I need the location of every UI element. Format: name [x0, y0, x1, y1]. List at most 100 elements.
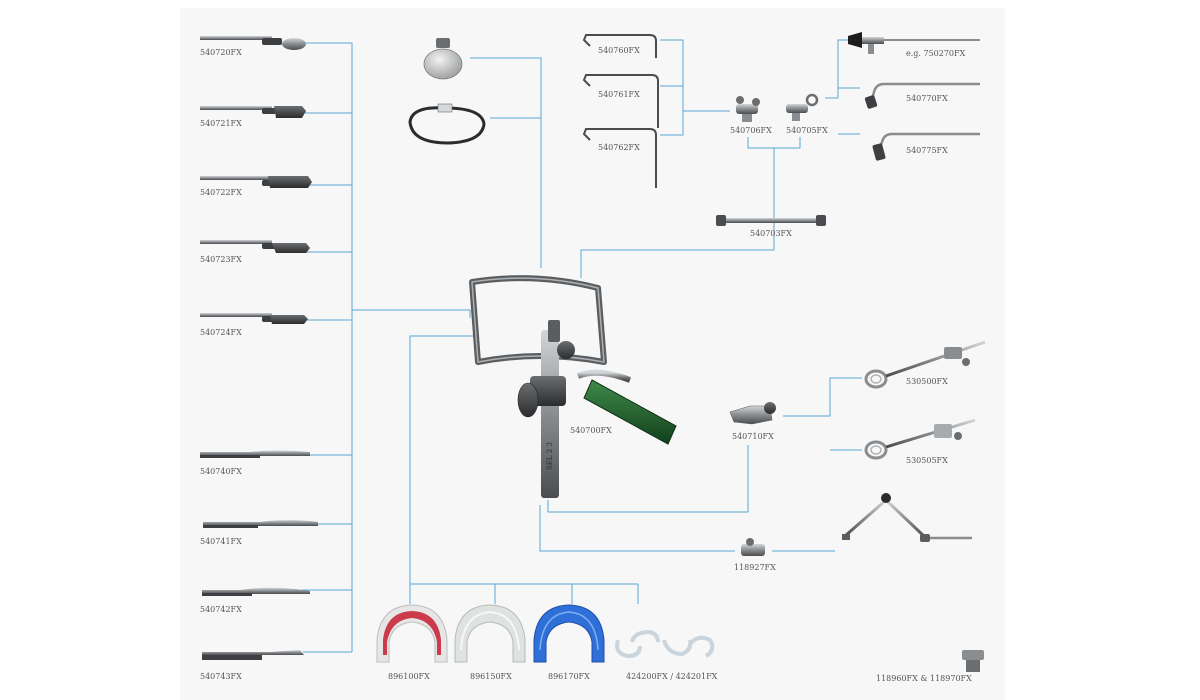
endoscope-shaft: [884, 39, 980, 41]
tongue-blade-icon: [203, 520, 318, 526]
tongue-blade-icon: [200, 450, 310, 456]
ring-band-accessory[interactable]: [408, 103, 486, 145]
part-label: 540722FX: [200, 188, 242, 197]
ring-inner: [870, 374, 882, 384]
part-label: 540710FX: [732, 432, 774, 441]
shaft-top-block: [548, 320, 560, 342]
adapter-540710[interactable]: 540710FX: [729, 402, 776, 441]
holding-arm-118960[interactable]: 118960FX & 118970FX: [842, 493, 984, 683]
handle-engraving: SEL 2 3: [546, 442, 554, 470]
part-label: 540721FX: [200, 119, 242, 128]
part-label: 896170FX: [548, 672, 590, 681]
spatula-latch: [262, 108, 276, 114]
clamp-knob: [736, 96, 744, 104]
mouthguard-896170[interactable]: 896170FX: [533, 604, 605, 681]
table-clamp-jaw: [966, 660, 980, 672]
hook-540762[interactable]: 540762FX: [582, 128, 657, 188]
blade-540741[interactable]: 540741FX: [200, 520, 318, 546]
arm-joint: [881, 493, 891, 503]
part-label: 540723FX: [200, 255, 242, 264]
mouthguard-icon: [454, 604, 526, 663]
blade-shaft: [202, 655, 262, 660]
hook-540761[interactable]: 540761FX: [582, 74, 659, 128]
spatula-blade: [272, 243, 310, 253]
adapter-icon: [729, 405, 773, 425]
endoscope-750270[interactable]: e.g. 750270FX: [848, 32, 980, 58]
spatula-blade: [282, 38, 306, 50]
spatula-540723[interactable]: 540723FX: [200, 240, 310, 264]
vertical-shaft: [541, 330, 559, 498]
endoscope-port: [868, 44, 874, 54]
part-label: 896150FX: [470, 672, 512, 681]
adapter-knob: [764, 402, 776, 414]
spatula-540721[interactable]: 540721FX: [200, 106, 306, 128]
spatula-blade: [274, 106, 306, 118]
blade-540742[interactable]: 540742FX: [200, 587, 310, 614]
spatula-540722[interactable]: 540722FX: [200, 176, 312, 197]
spatula-latch: [262, 38, 282, 45]
cheek-spoon-accessory[interactable]: [423, 38, 463, 80]
arm-lock: [920, 534, 930, 542]
part-label: 424200FX / 424201FX: [626, 672, 718, 681]
part-label: 540762FX: [598, 143, 640, 152]
endoscope-tip: [872, 143, 886, 161]
mouthguard-highlight: [539, 611, 599, 651]
tongue-spatula-icon: [200, 313, 272, 317]
tongue-spatula-icon: [200, 240, 272, 244]
retractor-hook-icon: [582, 128, 657, 188]
green-handle: [583, 379, 677, 445]
retractor-530505[interactable]: 530505FX: [864, 418, 976, 465]
holding-arm-icon: [844, 498, 887, 538]
endoscope-540770[interactable]: 540770FX: [864, 82, 980, 109]
blade-540743[interactable]: 540743FX: [200, 650, 304, 681]
clamp-knob: [752, 98, 760, 106]
part-label: 118927FX: [734, 563, 776, 572]
clamp-icon: [786, 104, 808, 113]
blade-540740[interactable]: 540740FX: [200, 450, 310, 477]
part-label: 540775FX: [906, 146, 948, 155]
thumb-wheel: [517, 382, 539, 418]
diagram-background: [180, 8, 1005, 700]
bar-end: [816, 215, 826, 226]
part-label: 540743FX: [200, 672, 242, 681]
mouthguard-highlight: [460, 610, 520, 651]
retractor-hook-icon: [582, 74, 659, 128]
retractor-hook-icon: [582, 34, 657, 58]
endoscope-540775[interactable]: 540775FX: [872, 132, 980, 161]
retractor-530500[interactable]: 530500FX: [864, 340, 986, 389]
mouthguard-896100[interactable]: 896100FX: [376, 604, 448, 681]
part-label: 540740FX: [200, 467, 242, 476]
hook-540760[interactable]: 540760FX: [582, 34, 657, 58]
mouthguard-red-core: [383, 611, 441, 655]
part-label: 540724FX: [200, 328, 242, 337]
mouthguard-896150[interactable]: 896150FX: [454, 604, 526, 681]
cheek-retractor-icon: [615, 639, 642, 659]
mouth-gag-540700[interactable]: SEL 2 3 540700FX: [469, 275, 677, 498]
spatula-blade: [270, 315, 308, 324]
retractor-rod: [885, 340, 986, 378]
retractor-knob: [954, 432, 962, 440]
arm-segment: [884, 498, 928, 540]
part-label: 540720FX: [200, 48, 242, 57]
part-label: 540700FX: [570, 426, 612, 435]
clamp-540706[interactable]: 540706FX: [730, 96, 772, 135]
connector-lines: [290, 39, 862, 653]
clamp-base: [742, 114, 752, 122]
part-label: 896100FX: [388, 672, 430, 681]
tongue-spatula-icon: [200, 106, 272, 110]
spoon-clip: [436, 38, 450, 48]
part-label: 540760FX: [598, 46, 640, 55]
part-label: 540703FX: [750, 229, 792, 238]
connector-118927[interactable]: 118927FX: [734, 538, 776, 572]
clamp-540705[interactable]: 540705FX: [786, 93, 828, 135]
endoscope-icon: [848, 32, 862, 48]
spatula-540720[interactable]: 540720FX: [200, 36, 306, 57]
cheek-retractor-424200[interactable]: 424200FX / 424201FX: [615, 629, 718, 681]
endoscope-icon: [876, 132, 980, 153]
spatula-540724[interactable]: 540724FX: [200, 313, 308, 337]
tongue-blade-icon: [202, 587, 310, 594]
bar-540703[interactable]: 540703FX: [716, 215, 826, 238]
spatula-blade: [268, 176, 312, 188]
